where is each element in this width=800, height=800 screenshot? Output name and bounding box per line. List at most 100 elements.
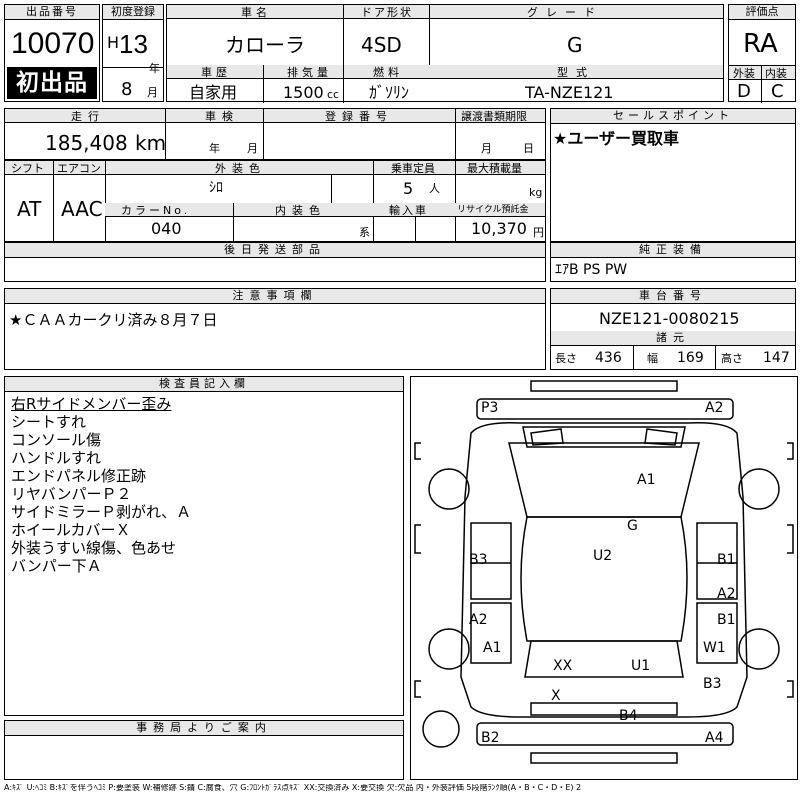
damage-code: A2 — [469, 612, 488, 628]
first-registration-label: 初度登録 — [103, 5, 163, 20]
inspector-note-line: バンパー下Ａ — [11, 557, 102, 575]
inspector-note-line: ホイールカバーＸ — [11, 521, 131, 539]
lot-number-label: 出品番号 — [5, 5, 99, 20]
inspector-notes-box: 検査員記入欄 右Rサイドメンバー歪み シートすれ コンソール傷 ハンドルすれ エ… — [4, 376, 404, 716]
color-no-label: カラーNo. — [121, 204, 191, 217]
interior-label: 内装 — [765, 67, 787, 80]
selling-points-label: セールスポイント — [551, 109, 795, 124]
inspector-note-line: エンドパネル修正跡 — [11, 467, 147, 485]
damage-code: B1 — [717, 612, 736, 628]
displacement-label: 排気量 — [287, 66, 332, 79]
damage-code: W1 — [703, 640, 726, 656]
grade-label: グレード — [527, 6, 603, 19]
history-label: 車歴 — [201, 66, 231, 79]
import-label: 輸入車 — [389, 204, 428, 217]
inspection-month-unit: 月 — [247, 142, 258, 155]
mileage-box: 走行 車検 登録番号 譲渡書類期限 185,408 km 年 月 月 日 — [4, 108, 546, 160]
inspector-note-line: 右Rサイドメンバー歪み — [11, 395, 172, 413]
inspection-year-unit: 年 — [209, 142, 220, 155]
displacement: 1500 — [283, 83, 324, 102]
damage-code: XX — [553, 658, 573, 674]
chassis-label: 車台番号 — [551, 289, 795, 304]
damage-code: A2 — [717, 586, 736, 602]
width: 169 — [677, 350, 704, 366]
damage-code: G — [627, 518, 638, 534]
model-label: 型式 — [557, 66, 595, 79]
inspector-note-line: 外装うすい線傷、色あせ — [11, 539, 177, 557]
ac-label: エアコン — [57, 162, 101, 175]
damage-code: A2 — [705, 400, 724, 416]
int-color-unit: 系 — [359, 226, 370, 239]
later-parts-box: 後日発送部品 — [4, 242, 546, 282]
score-box: 評価点 RA 外装 内装 D C — [728, 4, 796, 103]
recycle-fee: 10,370 — [471, 219, 527, 238]
fuel-label: 燃料 — [373, 66, 403, 79]
chassis-box: 車台番号 NZE121-0080215 諸元 長さ 436 幅 169 高さ 1… — [550, 288, 796, 370]
year-unit: 年 — [149, 62, 160, 75]
exterior-grade: D — [737, 81, 751, 102]
capacity: 5 — [403, 179, 414, 198]
displacement-unit: cc — [327, 88, 340, 101]
registration-year: 13 — [119, 29, 148, 59]
registration-month: 8 — [121, 79, 133, 100]
capacity-label: 乗車定員 — [391, 162, 435, 175]
later-parts-label: 後日発送部品 — [5, 243, 545, 258]
color-no: 040 — [151, 219, 182, 238]
damage-diagram: P3 A2 A1 G B3 U2 B1 A2 B1 A2 A1 W1 XX U1… — [410, 376, 798, 780]
damage-code: B4 — [619, 708, 638, 724]
inspector-note-line: ハンドルすれ — [11, 449, 102, 467]
transfer-day-unit: 日 — [523, 142, 534, 155]
mileage-unit: km — [135, 131, 167, 155]
car-outline — [414, 380, 794, 764]
damage-code: A1 — [483, 640, 502, 656]
shift: AT — [17, 197, 42, 221]
specs-label: 諸元 — [551, 331, 795, 346]
first-listing-badge-text: 初出品 — [16, 70, 88, 96]
office-notice-box: 事務局よりご案内 — [4, 720, 404, 780]
lot-number: 10070 — [11, 27, 95, 60]
model: TA-NZE121 — [525, 83, 614, 102]
inspector-note-line: コンソール傷 — [11, 431, 102, 449]
notes-box: 注意事項欄 ★ＣＡＡカークリ済み８月７日 — [4, 288, 546, 370]
selling-points: ★ユーザー買取車 — [553, 129, 680, 148]
notes-label: 注意事項欄 — [5, 289, 545, 304]
damage-code: B2 — [481, 730, 500, 746]
damage-code: U1 — [631, 658, 651, 674]
equipment: ｴｱB PS PW — [555, 262, 628, 278]
damage-code: A1 — [637, 472, 656, 488]
inspector-note-line: シートすれ — [11, 413, 87, 431]
chassis-number: NZE121-0080215 — [599, 309, 740, 328]
damage-code: A4 — [705, 730, 724, 746]
era: H — [107, 33, 120, 52]
int-color-label: 内装色 — [275, 204, 326, 217]
mileage: 185,408 — [45, 131, 128, 155]
damage-code: B3 — [469, 552, 488, 568]
lot-number-box: 出品番号 10070 初出品 — [4, 4, 100, 102]
vehicle-info-box: 車名 ドア形状 グレード カローラ 4SD G 車歴 排気量 燃料 型式 自家用… — [166, 4, 724, 103]
grade: G — [567, 33, 583, 57]
ext-color-label: 外装色 — [215, 162, 266, 175]
car-name-label: 車名 — [241, 6, 271, 19]
ext-color: ｼﾛ — [209, 180, 223, 196]
damage-code: B3 — [703, 676, 722, 692]
spec-box: シフト エアコン 外装色 乗車定員 最大積載量 AT AAC ｼﾛ 5 人 kg… — [4, 160, 546, 242]
equipment-box: 純正装備 ｴｱB PS PW — [550, 242, 796, 282]
load-label: 最大積載量 — [467, 162, 522, 175]
mileage-label: 走行 — [71, 110, 105, 123]
door-type: 4SD — [361, 33, 402, 57]
shift-label: シフト — [11, 162, 44, 175]
first-registration-box: 初度登録 H 13 年 8 月 — [102, 4, 164, 102]
equipment-label: 純正装備 — [551, 243, 795, 258]
transfer-month-unit: 月 — [481, 142, 492, 155]
inspection-label: 車検 — [205, 110, 239, 123]
score-label: 評価点 — [729, 5, 795, 20]
month-unit: 月 — [147, 86, 158, 99]
capacity-unit: 人 — [429, 182, 440, 195]
air-conditioner: AAC — [61, 197, 103, 221]
damage-code: X — [551, 688, 561, 704]
damage-code: P3 — [481, 400, 499, 416]
length: 436 — [595, 350, 622, 366]
office-notice-label: 事務局よりご案内 — [5, 721, 403, 736]
inspector-note-line: サイドミラーＰ剥がれ、Ａ — [11, 503, 192, 521]
damage-code: B1 — [717, 552, 736, 568]
